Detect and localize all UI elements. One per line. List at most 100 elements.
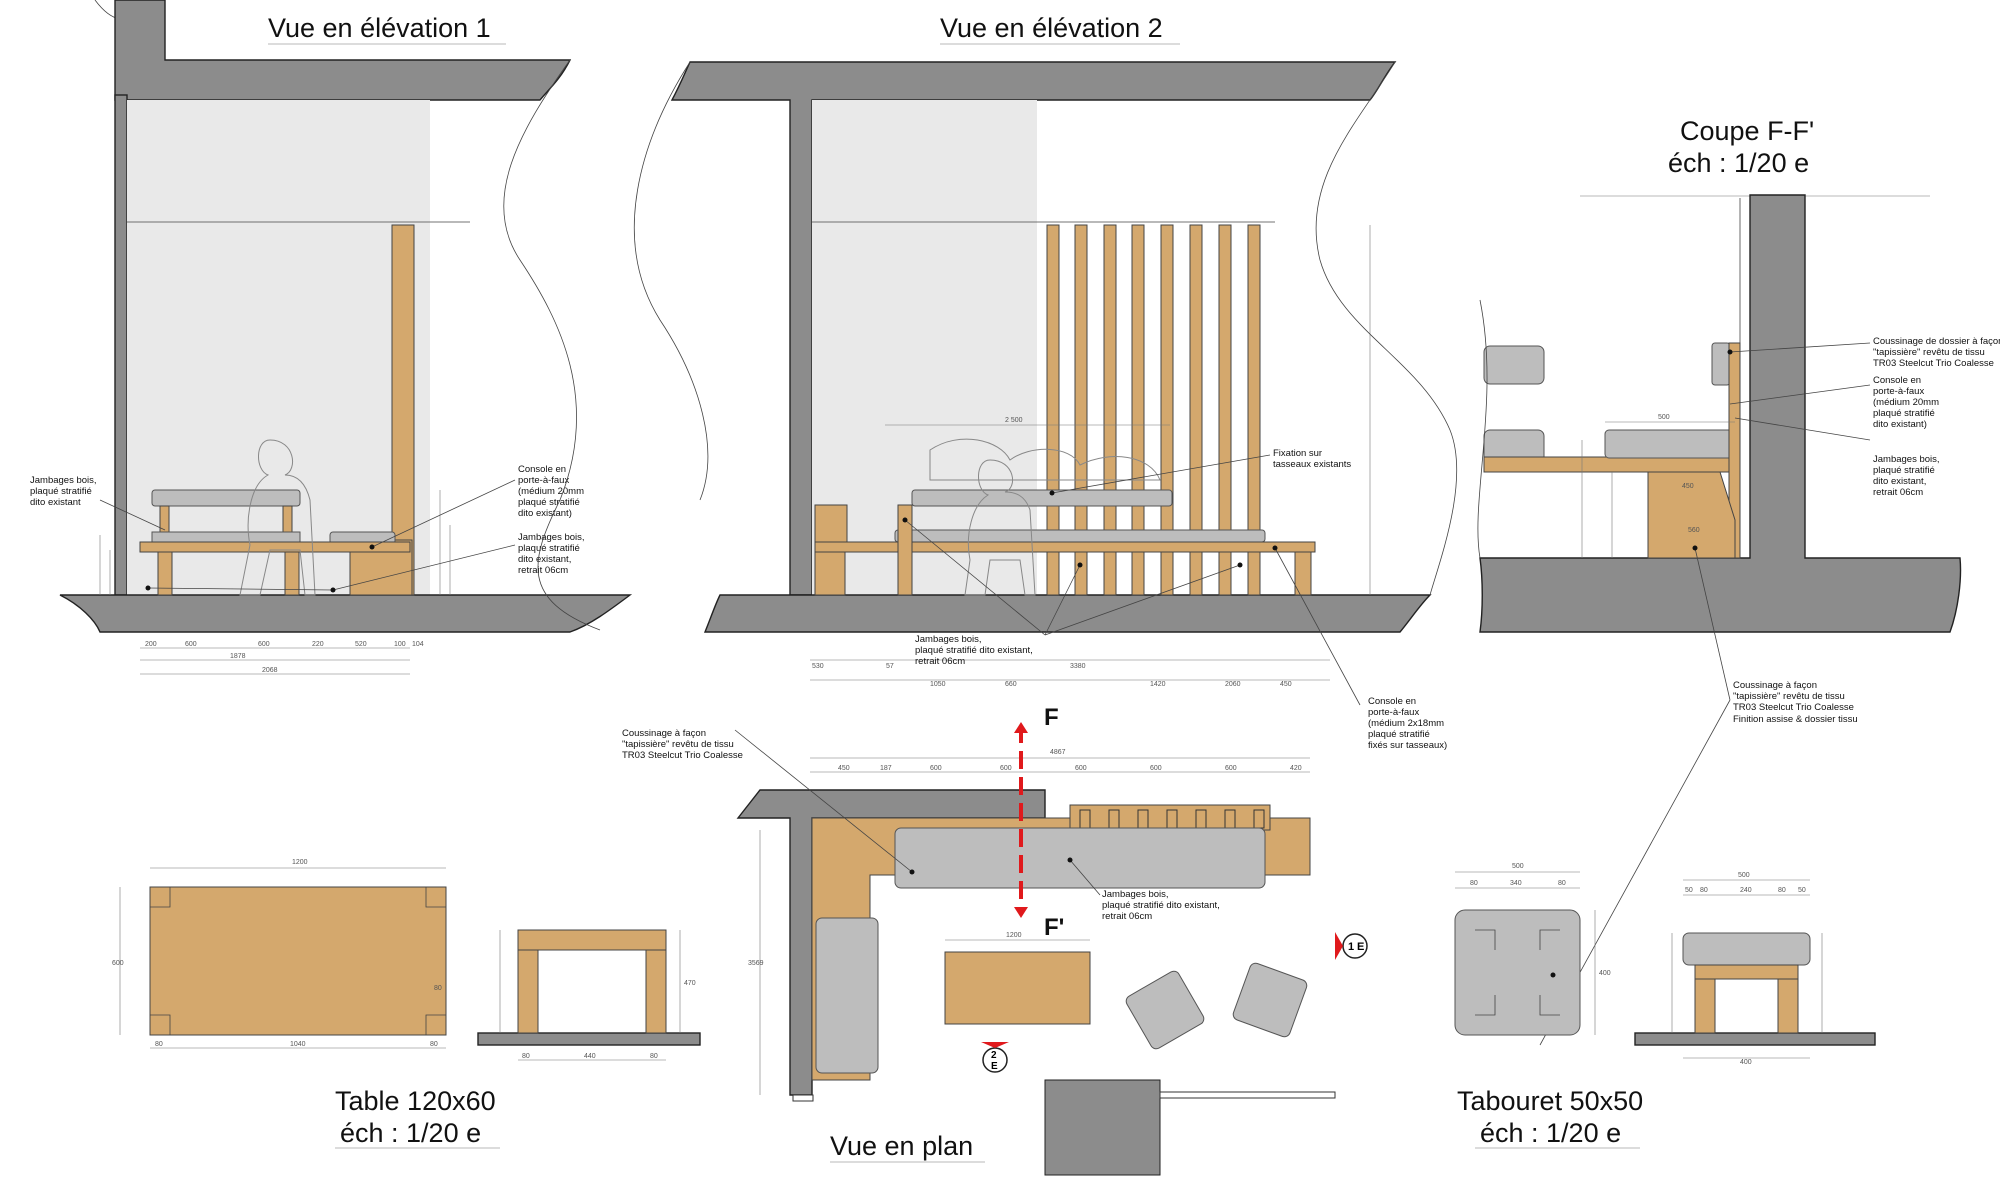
marker-number: 1 bbox=[1348, 941, 1354, 953]
leader-line bbox=[904, 519, 1046, 636]
leader-line bbox=[332, 544, 516, 591]
leader-dot bbox=[1550, 972, 1556, 978]
leader-dot bbox=[330, 587, 336, 593]
table-leg-mark bbox=[425, 887, 446, 908]
seat-cushion bbox=[1604, 429, 1736, 459]
dimension-label: 2060 bbox=[1225, 681, 1241, 688]
stool-plan-top bbox=[1454, 909, 1581, 1036]
leader-line bbox=[1694, 547, 1731, 701]
title-tabouret: Tabouret 50x50 bbox=[1457, 1086, 1643, 1116]
table-top-side bbox=[517, 929, 667, 951]
dimension-label: 450 bbox=[1682, 483, 1694, 490]
section-label-top: F bbox=[1044, 704, 1059, 731]
dimension-label: 2068 bbox=[262, 667, 278, 674]
wood-slat bbox=[1218, 224, 1232, 596]
dimension-label: 3380 bbox=[1070, 663, 1086, 670]
floor-line bbox=[1634, 1032, 1876, 1046]
bench-backrest bbox=[151, 489, 301, 507]
dimension-label: 1050 bbox=[930, 681, 946, 688]
wood-slat bbox=[1189, 224, 1203, 596]
section-ff-view: Coupe F-F' éch : 1/20 e 500 450 560 Cous… bbox=[1479, 116, 2000, 1046]
dimension-label: 57 bbox=[886, 663, 894, 670]
cushion-ghost bbox=[1483, 345, 1545, 385]
seat-leg bbox=[1647, 471, 1736, 559]
leader-line bbox=[99, 499, 166, 531]
stool-leg-mark bbox=[1475, 995, 1496, 1016]
wall-and-floor-section bbox=[1479, 194, 1962, 633]
plan-door-jamb bbox=[792, 1094, 814, 1102]
dimension-label: 220 bbox=[312, 641, 324, 648]
title-coupe: Coupe F-F' bbox=[1680, 116, 1814, 146]
leader-line bbox=[1274, 547, 1361, 706]
section-arrow-bottom bbox=[1014, 907, 1028, 918]
dimension-label: 560 bbox=[1688, 527, 1700, 534]
dimension-label: 660 bbox=[1005, 681, 1017, 688]
leader-line bbox=[371, 479, 516, 548]
leader-dot bbox=[909, 869, 915, 875]
dimension-label: 80 bbox=[650, 1053, 658, 1060]
table-leg-mark bbox=[425, 1014, 446, 1035]
elevation-marker-2: 2 E bbox=[981, 1042, 1009, 1073]
person-silhouette bbox=[239, 439, 316, 596]
title-table-scale: éch : 1/20 e bbox=[340, 1118, 481, 1148]
dimension-label: 4867 bbox=[1050, 749, 1066, 756]
plan-cushion-long bbox=[894, 827, 1266, 889]
note-jambages: Jambages bois, plaqué stratifié dito exi… bbox=[1102, 889, 1222, 922]
dimension-label: 1040 bbox=[290, 1041, 306, 1048]
elevation-2-view: 2 500 530 57 1050 660 3380 1420 2060 450… bbox=[670, 13, 1447, 751]
dimension-label: 80 bbox=[1778, 887, 1786, 894]
leader-line bbox=[1069, 859, 1101, 896]
elevation-marker-1: 1 E bbox=[1335, 932, 1368, 960]
bench-leg bbox=[897, 504, 913, 596]
leader-line bbox=[734, 729, 913, 873]
table-leg-mark bbox=[150, 887, 171, 908]
leader-line bbox=[1734, 417, 1871, 441]
leader-line bbox=[1044, 564, 1241, 636]
leader-line bbox=[147, 587, 334, 591]
dimension-label: 80 bbox=[430, 1041, 438, 1048]
dimension-label: 600 bbox=[112, 960, 124, 967]
note-dossier: Coussinage de dossier à façon "tapissièr… bbox=[1873, 336, 2000, 369]
table-detail-view: 1200 600 80 1040 80 80 470 80 440 80 Tab… bbox=[112, 859, 701, 1149]
plan-view: 1200 4867 450 187 600 600 600 600 600 42… bbox=[622, 704, 1368, 1176]
break-curve bbox=[503, 59, 601, 631]
dimension-label: 1200 bbox=[1006, 932, 1022, 939]
dimension-label: 600 bbox=[930, 765, 942, 772]
leader-line bbox=[1729, 342, 1871, 353]
section-arrow-top bbox=[1014, 722, 1028, 733]
bench-seat-cushion bbox=[151, 531, 301, 543]
bench-plank bbox=[814, 541, 1316, 553]
stool-side-cushion bbox=[1682, 932, 1811, 966]
dimension-label: 500 bbox=[1738, 872, 1750, 879]
note-console: Console en porte-à-faux (médium 20mm pla… bbox=[518, 464, 587, 519]
title-coupe-scale: éch : 1/20 e bbox=[1668, 148, 1809, 178]
leader-dot bbox=[1272, 545, 1278, 551]
table-top-plan bbox=[149, 886, 447, 1036]
leader-dot bbox=[145, 585, 151, 591]
side-console bbox=[814, 504, 848, 543]
dimension-label: 104 bbox=[412, 641, 424, 648]
leader-dot bbox=[1692, 545, 1698, 551]
plan-window bbox=[1159, 1091, 1336, 1099]
room-backdrop bbox=[812, 100, 1037, 595]
note-jambages-retrait: Jambages bois, plaqué stratifié dito exi… bbox=[518, 532, 587, 576]
dimension-label: 340 bbox=[1510, 880, 1522, 887]
dimension-label: 600 bbox=[258, 641, 270, 648]
note-jambages: Jambages bois, plaqué stratifié dito exi… bbox=[30, 475, 99, 508]
marker-letter: E bbox=[991, 1061, 998, 1072]
dimension-label: 80 bbox=[1700, 887, 1708, 894]
title-plan: Vue en plan bbox=[830, 1131, 973, 1161]
floor-slab bbox=[703, 594, 1432, 633]
dimension-label: 1878 bbox=[230, 653, 246, 660]
title-elevation-2: Vue en élévation 2 bbox=[940, 13, 1163, 43]
dimension-label: 80 bbox=[155, 1041, 163, 1048]
leader-dot bbox=[1727, 349, 1733, 355]
leader-line bbox=[1051, 454, 1271, 494]
dimension-label: 80 bbox=[1470, 880, 1478, 887]
dimension-label: 600 bbox=[1225, 765, 1237, 772]
title-table: Table 120x60 bbox=[335, 1086, 496, 1116]
table-leg-mark bbox=[150, 1014, 171, 1035]
dimension-label: 530 bbox=[812, 663, 824, 670]
bench-leg bbox=[157, 551, 173, 596]
break-curve bbox=[1477, 299, 1488, 559]
